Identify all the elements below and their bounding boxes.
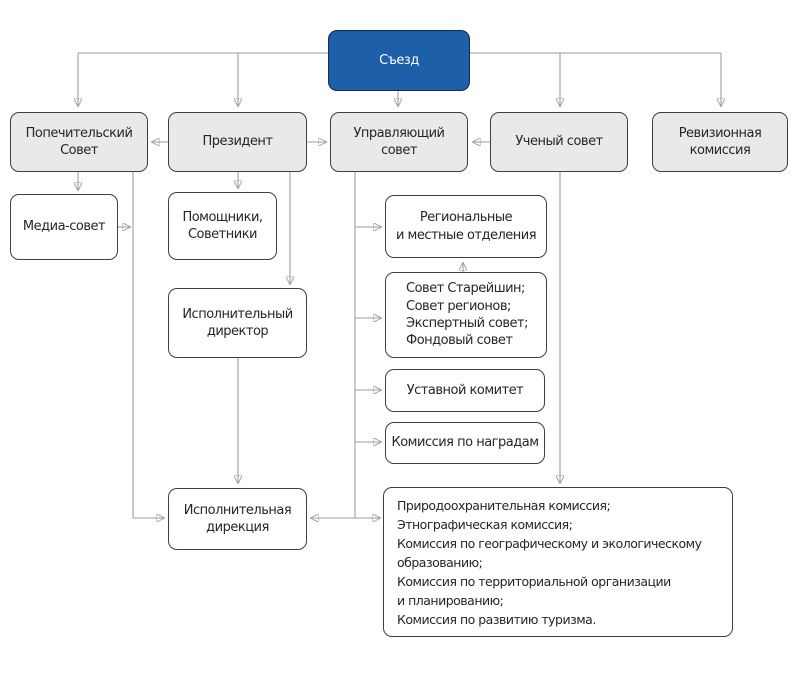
node-ispolnitelniy-direktor: Исполнительный директор bbox=[168, 288, 307, 358]
node-prezident: Президент bbox=[168, 112, 307, 172]
node-komissiya-po-nagradam: Комиссия по наградам bbox=[385, 422, 545, 464]
node-revizionnaya-komissiya: Ревизионная комиссия bbox=[652, 112, 788, 172]
node-pomoshchniki-sovetniki: Помощники, Советники bbox=[168, 192, 277, 260]
node-regionalnye-otdeleniya: Региональные и местные отделения bbox=[385, 195, 547, 258]
edge-popechitelskiy-direktsiya bbox=[132, 172, 164, 518]
node-ispolnitelnaya-direktsiya: Исполнительная дирекция bbox=[168, 488, 307, 550]
node-komissii-list: Природоохранительная комиссия; Этнографи… bbox=[383, 487, 733, 637]
node-ustavnoy-komitet: Уставной комитет bbox=[385, 369, 545, 412]
node-popechitelskiy-sovet: Попечительский Совет bbox=[10, 112, 148, 172]
node-ucheniy-sovet: Ученый совет bbox=[490, 112, 628, 172]
node-syezd: Съезд bbox=[328, 30, 470, 91]
node-upravlyayushchiy-sovet: Управляющий совет bbox=[330, 112, 468, 172]
node-sovety-gruppa: Совет Старейшин; Совет регионов; Эксперт… bbox=[385, 272, 547, 358]
node-media-sovet: Медиа-совет bbox=[10, 194, 118, 260]
